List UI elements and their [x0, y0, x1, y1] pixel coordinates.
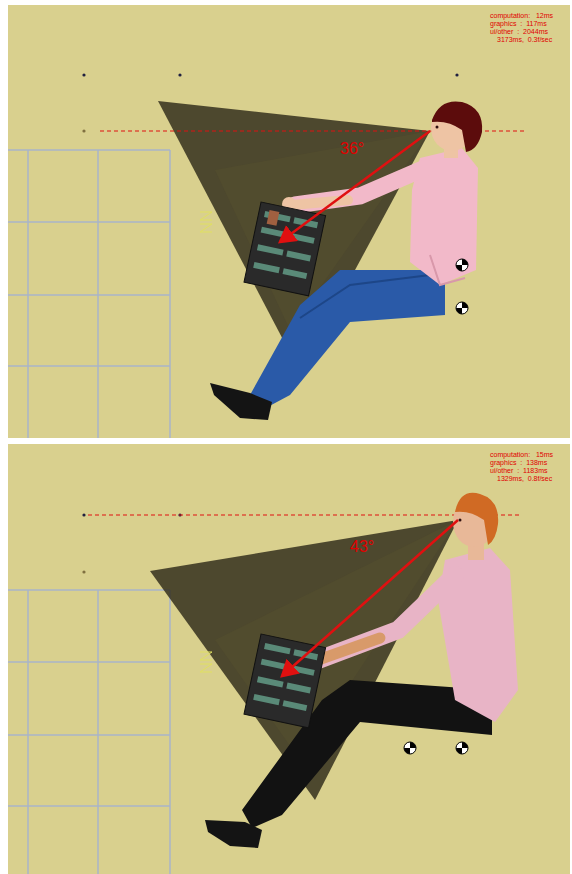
debug-text: computation: 15ms: [490, 451, 553, 458]
axis-marks: [200, 652, 212, 672]
angle-label: 43°: [350, 539, 374, 555]
debug-text: graphics : 117ms: [490, 20, 547, 27]
debug-text: 3173ms, 0.3f/sec: [497, 36, 552, 43]
debug-text: ui/other : 2044ms: [490, 28, 548, 35]
angle-label: 36°: [340, 141, 364, 157]
debug-text: graphics : 138ms: [490, 459, 547, 466]
marker-dots: [82, 513, 181, 573]
floor-grid: [8, 150, 170, 438]
debug-text: 1329ms, 0.8f/sec: [497, 475, 552, 482]
debug-text: computation: 12ms: [490, 12, 553, 19]
seat-markers: [404, 742, 468, 754]
sight-line-arrow: [282, 520, 458, 676]
seat-markers: [456, 259, 468, 314]
sight-line-arrow: [280, 131, 430, 242]
debug-text: ui/other : 1183ms: [490, 467, 547, 474]
seated-woman: [210, 101, 482, 420]
floor-grid: [8, 590, 170, 874]
seated-man: [205, 493, 518, 848]
panel-ground: [8, 5, 570, 438]
axis-marks: [200, 212, 212, 232]
panel-ground: [8, 444, 570, 874]
